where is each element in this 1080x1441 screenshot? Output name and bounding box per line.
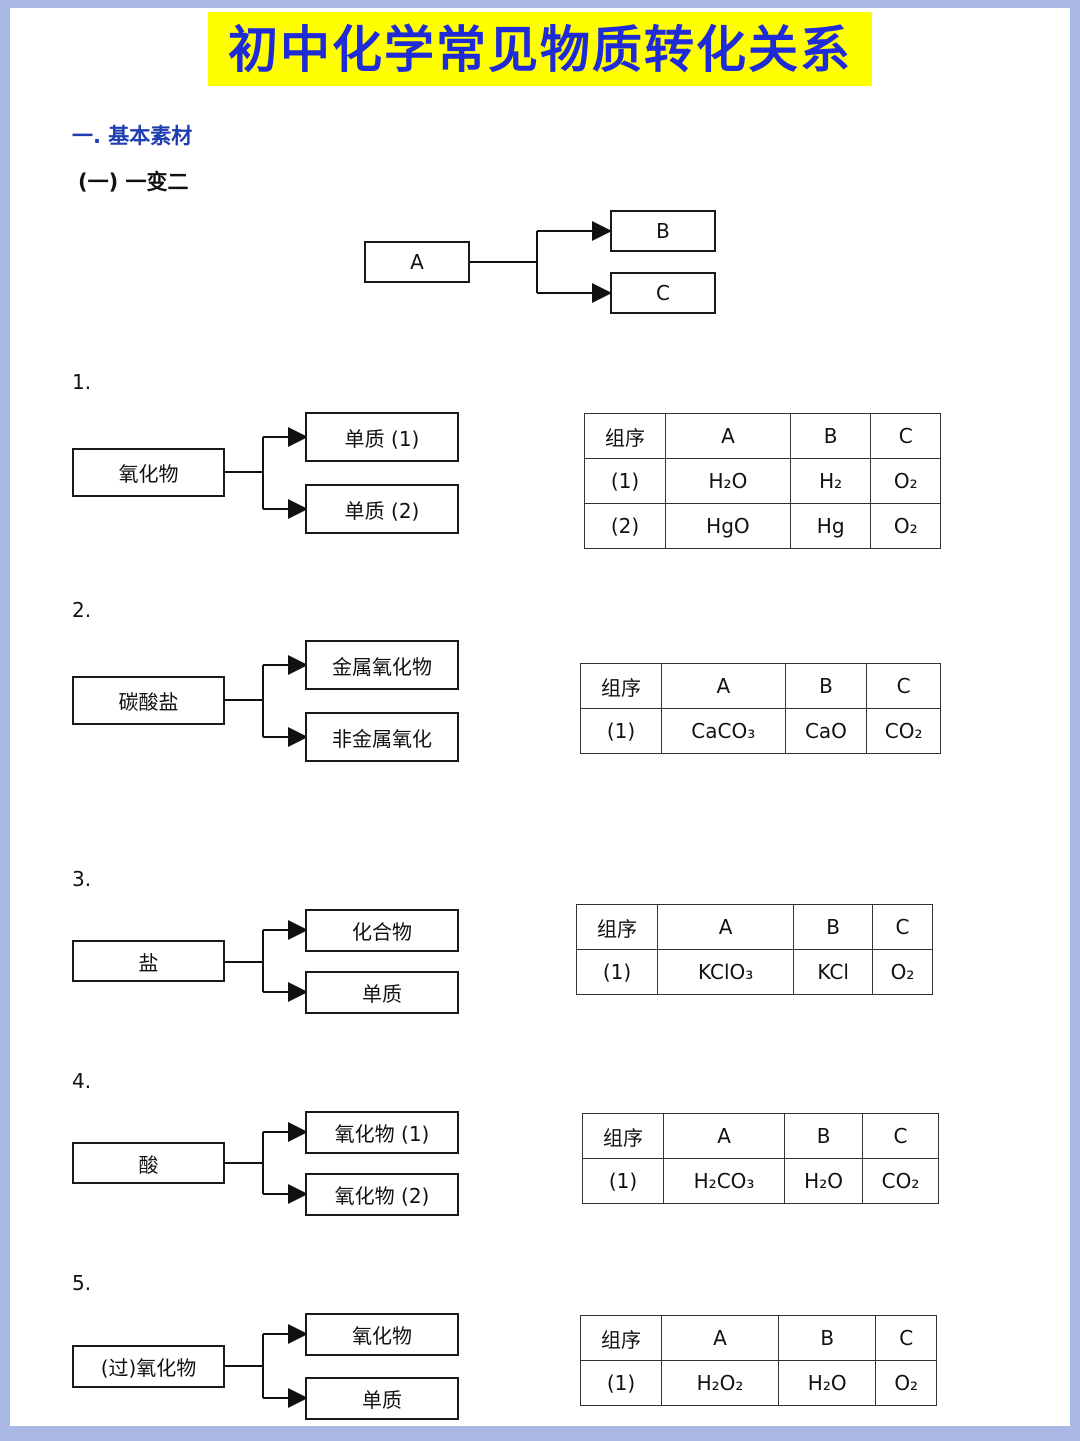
header-cell: 组序 bbox=[580, 1315, 662, 1361]
table-row: (1) KClO₃ KCl O₂ bbox=[576, 949, 933, 995]
group1-table: 组序 A B C (1) H₂O H₂ O₂ (2) HgO Hg O₂ bbox=[584, 413, 941, 549]
group1-connector bbox=[225, 436, 290, 510]
overview-box-a: A bbox=[364, 241, 470, 283]
group3-top-box: 化合物 bbox=[305, 909, 459, 952]
header-cell: B bbox=[784, 663, 868, 709]
header-cell: B bbox=[789, 413, 872, 459]
table-header-row: 组序 A B C bbox=[580, 1315, 937, 1361]
cell-c: CO₂ bbox=[862, 1158, 939, 1204]
cell-c: O₂ bbox=[870, 458, 941, 504]
group5-source-box: (过)氧化物 bbox=[72, 1345, 225, 1388]
subsection-heading: (一) 一变二 bbox=[78, 170, 189, 194]
table-header-row: 组序 A B C bbox=[582, 1113, 939, 1159]
cell-a: H₂CO₃ bbox=[662, 1158, 786, 1204]
group4-table: 组序 A B C (1) H₂CO₃ H₂O CO₂ bbox=[582, 1113, 939, 1204]
header-cell: A bbox=[656, 904, 795, 950]
group2-table: 组序 A B C (1) CaCO₃ CaO CO₂ bbox=[580, 663, 941, 754]
table-header-row: 组序 A B C bbox=[576, 904, 933, 950]
group2-number: 2. bbox=[72, 598, 92, 622]
group2-connector bbox=[225, 664, 290, 738]
table-row: (1) H₂O H₂ O₂ bbox=[584, 458, 941, 504]
group2-bottom-box: 非金属氧化 bbox=[305, 712, 459, 762]
table-header-row: 组序 A B C bbox=[580, 663, 941, 709]
group4-bottom-box: 氧化物 (2) bbox=[305, 1173, 459, 1216]
table-row: (1) H₂O₂ H₂O O₂ bbox=[580, 1360, 937, 1406]
table-row: (2) HgO Hg O₂ bbox=[584, 503, 941, 549]
header-cell: C bbox=[862, 1113, 939, 1159]
header-cell: 组序 bbox=[580, 663, 662, 709]
header-cell: A bbox=[661, 1315, 779, 1361]
header-cell: A bbox=[662, 1113, 786, 1159]
header-cell: 组序 bbox=[582, 1113, 664, 1159]
group3-source-box: 盐 bbox=[72, 940, 225, 982]
table-row: (1) H₂CO₃ H₂O CO₂ bbox=[582, 1158, 939, 1204]
row-index-cell: (1) bbox=[584, 458, 666, 504]
group4-number: 4. bbox=[72, 1069, 92, 1093]
cell-c: O₂ bbox=[872, 949, 933, 995]
cell-b: H₂O bbox=[784, 1158, 864, 1204]
group3-bottom-box: 单质 bbox=[305, 971, 459, 1014]
row-index-cell: (2) bbox=[584, 503, 666, 549]
group5-number: 5. bbox=[72, 1271, 92, 1295]
header-cell: C bbox=[872, 904, 933, 950]
header-cell: 组序 bbox=[584, 413, 666, 459]
group3-connector bbox=[225, 929, 290, 993]
group2-source-box: 碳酸盐 bbox=[72, 676, 225, 725]
title-highlight bbox=[208, 12, 872, 86]
cell-b: H₂O bbox=[777, 1360, 877, 1406]
cell-a: H₂O₂ bbox=[661, 1360, 779, 1406]
group1-source-box: 氧化物 bbox=[72, 448, 225, 497]
overview-box-b: B bbox=[610, 210, 716, 252]
group5-table: 组序 A B C (1) H₂O₂ H₂O O₂ bbox=[580, 1315, 937, 1406]
cell-b: KCl bbox=[793, 949, 874, 995]
page-title: 初中化学常见物质转化关系 bbox=[228, 21, 852, 79]
header-cell: B bbox=[784, 1113, 864, 1159]
cell-c: CO₂ bbox=[866, 708, 941, 754]
cell-b: Hg bbox=[789, 503, 872, 549]
table-row: (1) CaCO₃ CaO CO₂ bbox=[580, 708, 941, 754]
row-index-cell: (1) bbox=[576, 949, 658, 995]
group1-number: 1. bbox=[72, 370, 92, 394]
header-cell: A bbox=[665, 413, 791, 459]
group2-top-box: 金属氧化物 bbox=[305, 640, 459, 690]
cell-b: H₂ bbox=[789, 458, 872, 504]
overview-box-c: C bbox=[610, 272, 716, 314]
row-index-cell: (1) bbox=[580, 1360, 662, 1406]
cell-b: CaO bbox=[784, 708, 868, 754]
header-cell: C bbox=[866, 663, 941, 709]
cell-a: HgO bbox=[665, 503, 791, 549]
group5-bottom-box: 单质 bbox=[305, 1377, 459, 1420]
overview-connector bbox=[470, 230, 606, 294]
group3-number: 3. bbox=[72, 867, 92, 891]
cell-a: KClO₃ bbox=[656, 949, 795, 995]
section-heading: 一. 基本素材 bbox=[72, 124, 193, 148]
cell-a: H₂O bbox=[665, 458, 791, 504]
row-index-cell: (1) bbox=[582, 1158, 664, 1204]
group5-connector bbox=[225, 1333, 290, 1399]
row-index-cell: (1) bbox=[580, 708, 662, 754]
cell-c: O₂ bbox=[870, 503, 941, 549]
group3-table: 组序 A B C (1) KClO₃ KCl O₂ bbox=[576, 904, 933, 995]
group1-bottom-box: 单质 (2) bbox=[305, 484, 459, 534]
group4-connector bbox=[225, 1131, 290, 1195]
cell-c: O₂ bbox=[875, 1360, 937, 1406]
header-cell: B bbox=[777, 1315, 877, 1361]
group4-source-box: 酸 bbox=[72, 1142, 225, 1184]
cell-a: CaCO₃ bbox=[661, 708, 786, 754]
header-cell: B bbox=[793, 904, 874, 950]
group5-top-box: 氧化物 bbox=[305, 1313, 459, 1356]
header-cell: A bbox=[661, 663, 786, 709]
header-cell: C bbox=[870, 413, 941, 459]
group1-top-box: 单质 (1) bbox=[305, 412, 459, 462]
table-header-row: 组序 A B C bbox=[584, 413, 941, 459]
header-cell: 组序 bbox=[576, 904, 658, 950]
group4-top-box: 氧化物 (1) bbox=[305, 1111, 459, 1154]
header-cell: C bbox=[875, 1315, 937, 1361]
